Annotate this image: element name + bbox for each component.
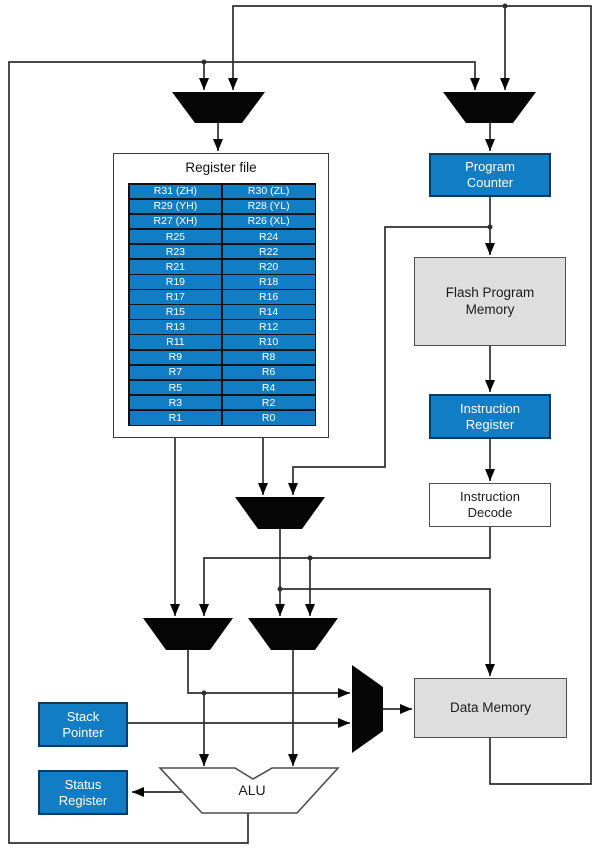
alu-label: ALU xyxy=(238,782,266,798)
line-midmux-branch-to-datamemory xyxy=(280,588,495,676)
mux-datamemory-input-icon xyxy=(352,665,383,753)
register-cell: R17 xyxy=(129,290,222,304)
stack-pointer-box: Stack Pointer xyxy=(38,702,128,747)
junction-dot xyxy=(277,586,283,592)
register-cell: R2 xyxy=(222,395,315,410)
register-cell: R6 xyxy=(222,365,315,380)
register-cell: R30 (ZL) xyxy=(222,184,315,199)
instruction-register-box: Instruction Register xyxy=(429,394,551,439)
register-cell: R14 xyxy=(222,305,315,319)
register-cell: R7 xyxy=(129,365,222,380)
line-alu-result-loop xyxy=(8,61,480,844)
register-cell: R8 xyxy=(222,350,315,365)
register-cell: R9 xyxy=(129,350,222,365)
register-cell: R0 xyxy=(222,410,315,425)
register-cell: R28 (YL) xyxy=(222,199,315,214)
register-cell: R25 xyxy=(129,229,222,244)
data-memory-box: Data Memory xyxy=(414,678,567,738)
mux-operand-a-icon xyxy=(143,618,233,650)
junction-dot xyxy=(487,224,493,230)
register-cell: R5 xyxy=(129,380,222,395)
register-cell: R19 xyxy=(129,275,222,289)
register-cell: R20 xyxy=(222,259,315,274)
line-decode-to-lowerleft-mux xyxy=(199,527,491,616)
junction-dot xyxy=(307,555,313,561)
register-cell: R15 xyxy=(129,305,222,319)
register-cell: R16 xyxy=(222,290,315,304)
register-file-box: Register file R31 (ZH) R30 (ZL) R29 (YH)… xyxy=(113,153,329,438)
register-cell: R22 xyxy=(222,244,315,259)
register-cell: R23 xyxy=(129,244,222,259)
register-file-title: Register file xyxy=(185,160,257,175)
register-cell: R10 xyxy=(222,335,315,350)
line-lowerleft-mux-to-rightmux xyxy=(187,650,350,698)
register-cell: R21 xyxy=(129,259,222,274)
program-counter-box: Program Counter xyxy=(429,153,551,197)
register-cell: R13 xyxy=(129,320,222,334)
junction-dot xyxy=(201,690,207,696)
register-cell: R1 xyxy=(129,410,222,425)
junction-dot xyxy=(201,59,207,65)
mux-operand-b-icon xyxy=(248,618,338,650)
line-datamemory-loop xyxy=(228,5,592,785)
register-file-table: R31 (ZH) R30 (ZL) R29 (YH) R28 (YL) R27 … xyxy=(128,183,316,426)
mux-address-icon xyxy=(235,497,325,529)
register-cell: R12 xyxy=(222,320,315,334)
register-cell: R24 xyxy=(222,229,315,244)
register-cell: R27 (XH) xyxy=(129,214,222,229)
mux-pc-input-icon xyxy=(443,92,536,123)
register-cell: R3 xyxy=(129,395,222,410)
flash-program-memory-box: Flash Program Memory xyxy=(414,257,566,346)
line-pc-branch-to-mux xyxy=(288,226,490,495)
alu-shape-icon xyxy=(158,767,340,814)
register-cell: R31 (ZH) xyxy=(129,184,222,199)
status-register-box: Status Register xyxy=(38,770,128,815)
register-cell: R29 (YH) xyxy=(129,199,222,214)
register-cell: R18 xyxy=(222,275,315,289)
junction-dot xyxy=(502,3,508,9)
register-cell: R11 xyxy=(129,335,222,350)
register-cell: R4 xyxy=(222,380,315,395)
register-cell: R26 (XL) xyxy=(222,214,315,229)
instruction-decode-box: Instruction Decode xyxy=(429,483,551,527)
mux-regfile-input-icon xyxy=(172,92,265,123)
